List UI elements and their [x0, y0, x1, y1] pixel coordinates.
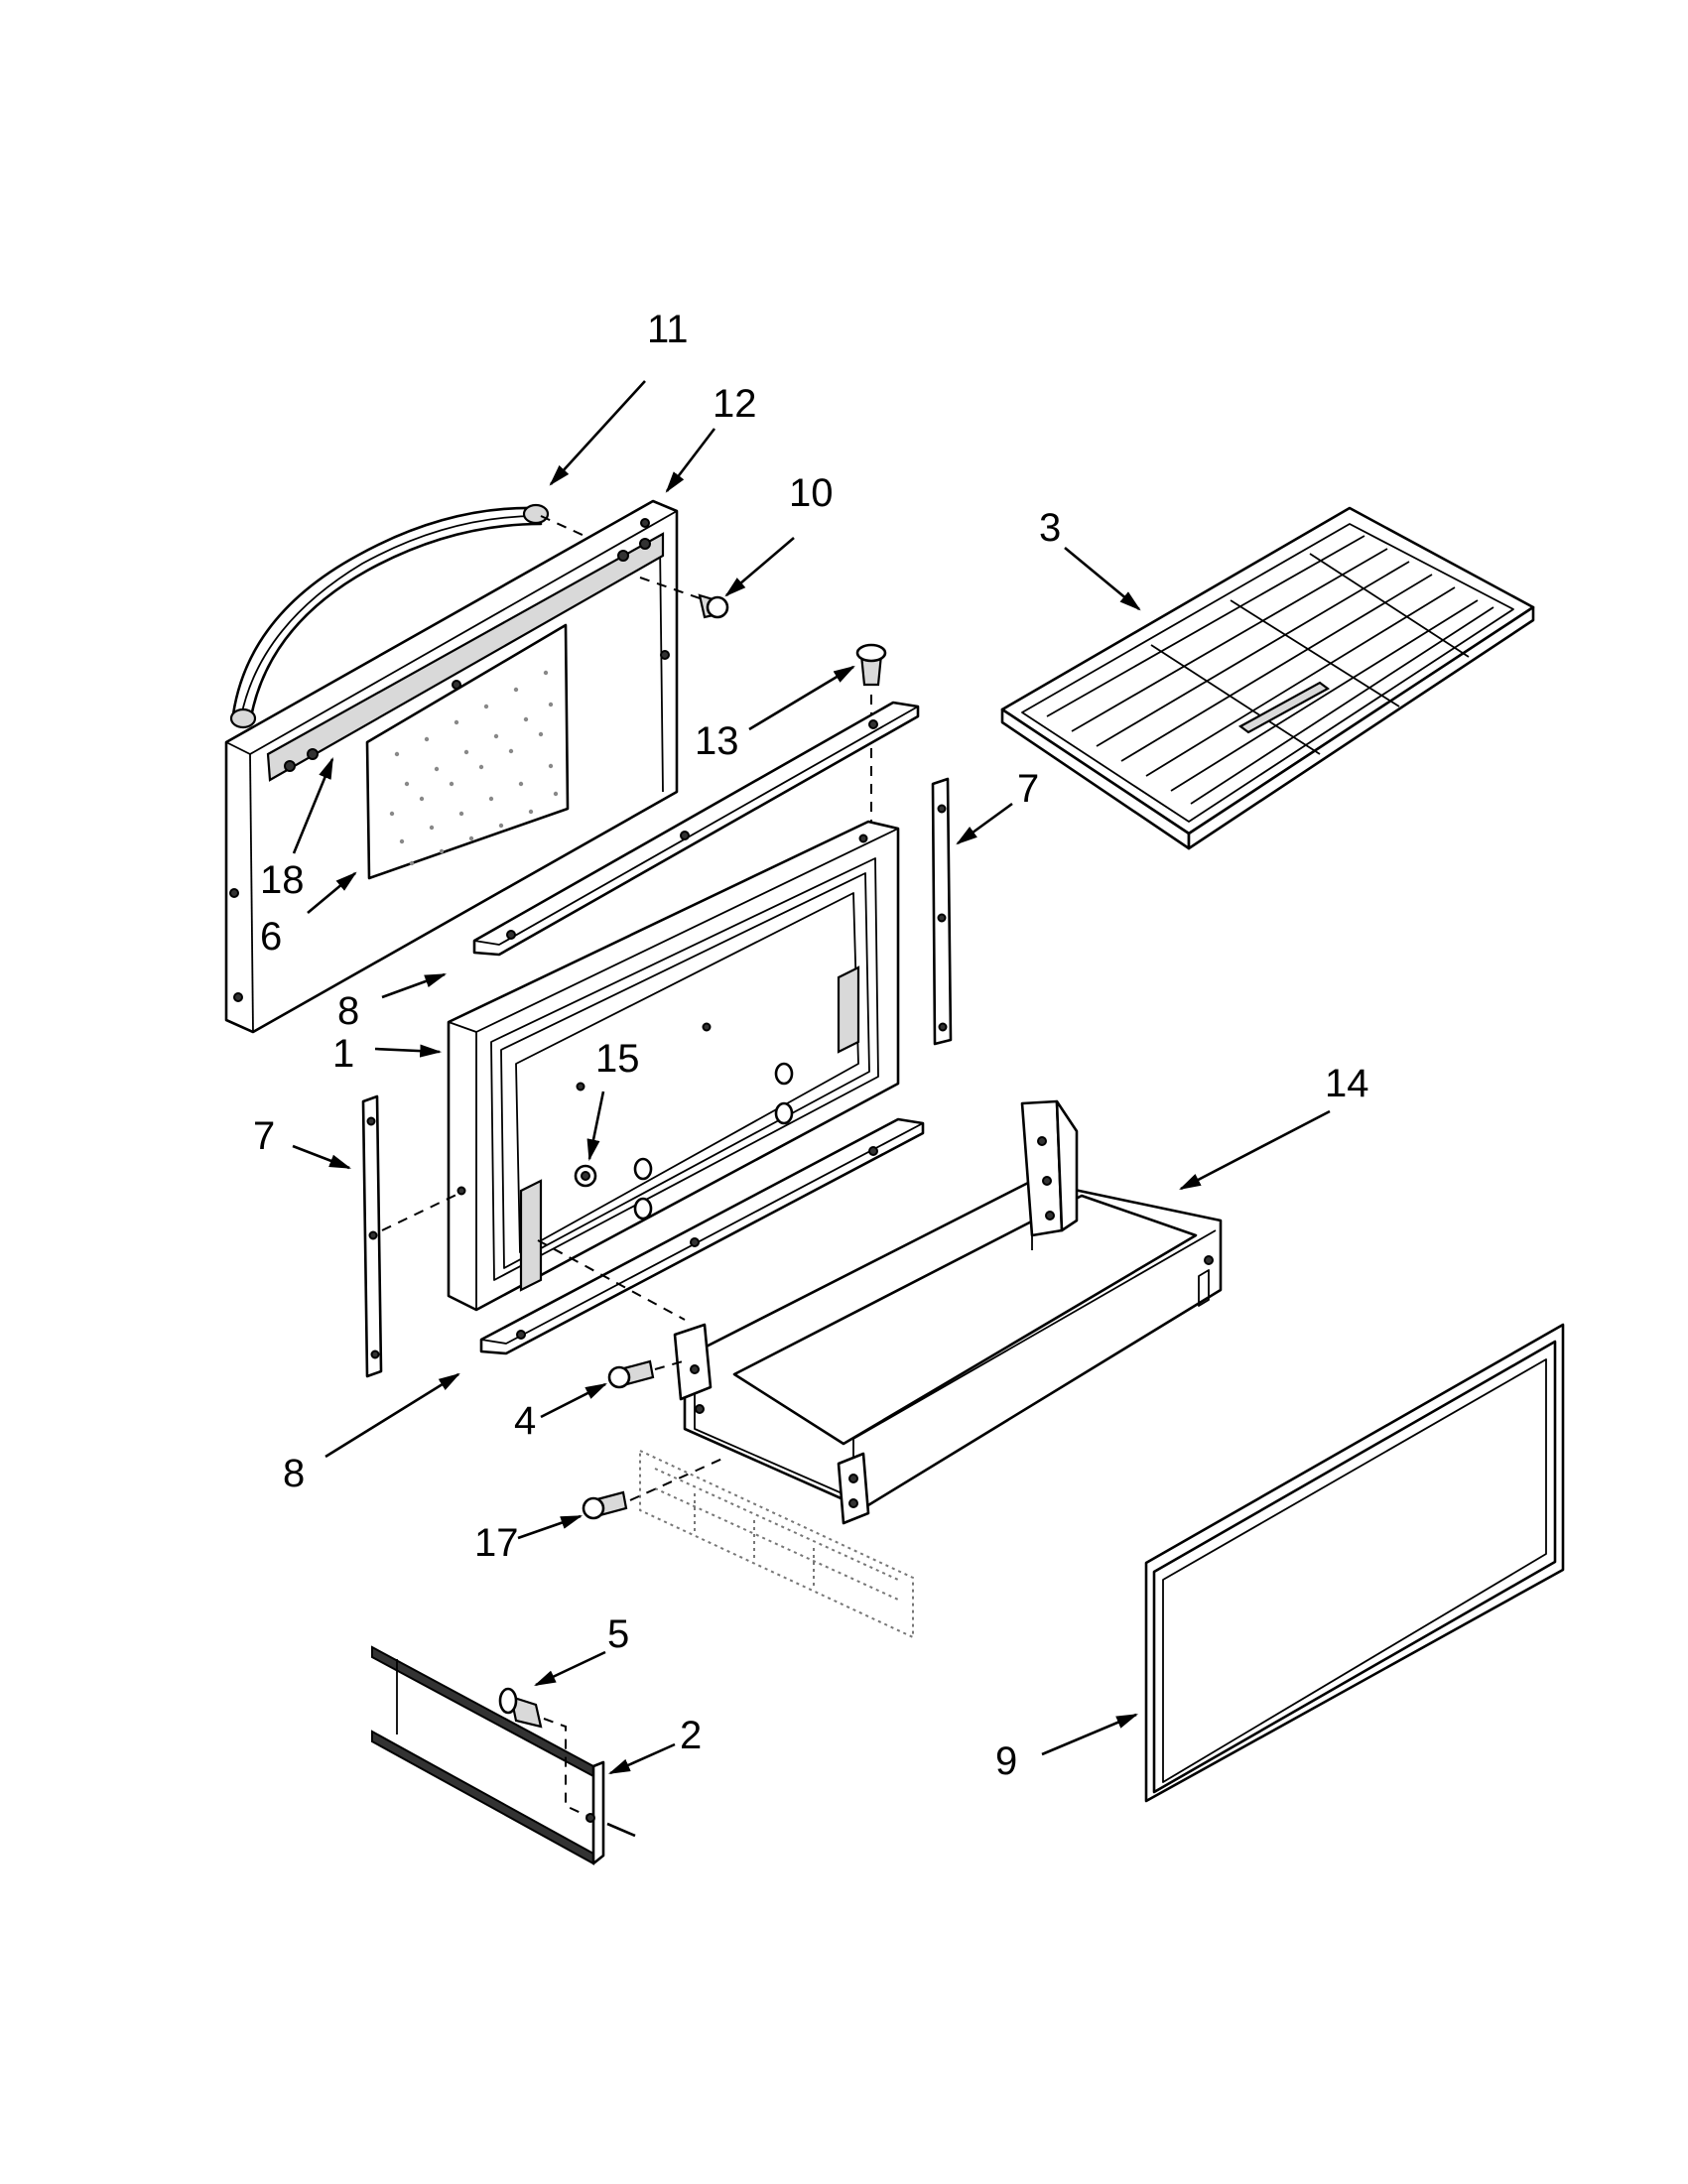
- leader-5: [534, 1650, 606, 1687]
- handle-part-11: [229, 503, 550, 729]
- trim-strip-upper-part-8: [472, 701, 920, 957]
- callout-11: 11: [647, 308, 689, 351]
- side-trim-right-part-7: [931, 777, 953, 1046]
- insulation-panel-part-6: [365, 623, 570, 880]
- leader-arrows: [292, 380, 1331, 1775]
- leader-12: [665, 428, 716, 493]
- leader-7-right: [956, 802, 1013, 845]
- leader-15: [586, 1091, 605, 1162]
- callout-15: 15: [595, 1037, 640, 1081]
- kick-panel-part-2: [371, 1645, 636, 1865]
- callout-12: 12: [713, 382, 757, 426]
- shelf-ribs: [1046, 535, 1494, 805]
- leader-1: [374, 1044, 443, 1058]
- screw-part-17: [582, 1458, 723, 1520]
- callout-4: 4: [514, 1399, 536, 1443]
- callout-8-upper: 8: [337, 989, 359, 1033]
- leader-4: [540, 1382, 607, 1419]
- callout-5: 5: [607, 1612, 629, 1656]
- screw-part-10: [639, 577, 729, 619]
- leader-9: [1041, 1713, 1139, 1756]
- callout-9: 9: [995, 1739, 1017, 1783]
- callout-2: 2: [680, 1714, 702, 1757]
- leader-3: [1064, 546, 1141, 611]
- shelf-tray-part-3: [1000, 506, 1535, 850]
- leader-10: [724, 537, 795, 597]
- callout-14: 14: [1325, 1062, 1369, 1105]
- dash-side-trim: [381, 1193, 459, 1231]
- leader-18: [292, 756, 334, 854]
- callout-17: 17: [474, 1521, 519, 1565]
- screw-part-5: [498, 1687, 588, 1817]
- leader-7-left: [292, 1144, 352, 1170]
- trim-strip-lower-part-8: [479, 1117, 925, 1355]
- leader-11: [549, 380, 646, 486]
- leader-8-upper: [381, 972, 448, 999]
- callout-7-left: 7: [253, 1114, 275, 1158]
- screw-part-15: [574, 1164, 597, 1188]
- drawer-basket-part-14: [673, 1099, 1223, 1525]
- screw-part-4: [607, 1359, 684, 1389]
- callout-7-right: 7: [1017, 767, 1039, 811]
- callout-10: 10: [789, 471, 834, 515]
- leader-2: [607, 1742, 676, 1775]
- door-gasket-part-9: [1144, 1323, 1565, 1803]
- callout-8-lower: 8: [283, 1452, 305, 1495]
- leader-13: [748, 665, 855, 731]
- callout-18: 18: [260, 858, 305, 902]
- leader-8-lower: [325, 1372, 460, 1459]
- leader-6: [307, 871, 357, 914]
- leader-17: [517, 1514, 584, 1540]
- callout-6: 6: [260, 915, 282, 959]
- callout-1: 1: [332, 1032, 354, 1076]
- side-trim-left-part-7: [361, 1094, 383, 1378]
- callout-13: 13: [695, 719, 739, 763]
- callout-3: 3: [1039, 506, 1061, 550]
- slide-rail-ghost: [639, 1449, 914, 1639]
- leader-14: [1179, 1109, 1331, 1191]
- callout-labels: 11 12 10 3 13 7 18 6 8 1 15 7 14 8 4 17 …: [253, 308, 1369, 1783]
- inner-door-liner-part-1: [447, 820, 900, 1312]
